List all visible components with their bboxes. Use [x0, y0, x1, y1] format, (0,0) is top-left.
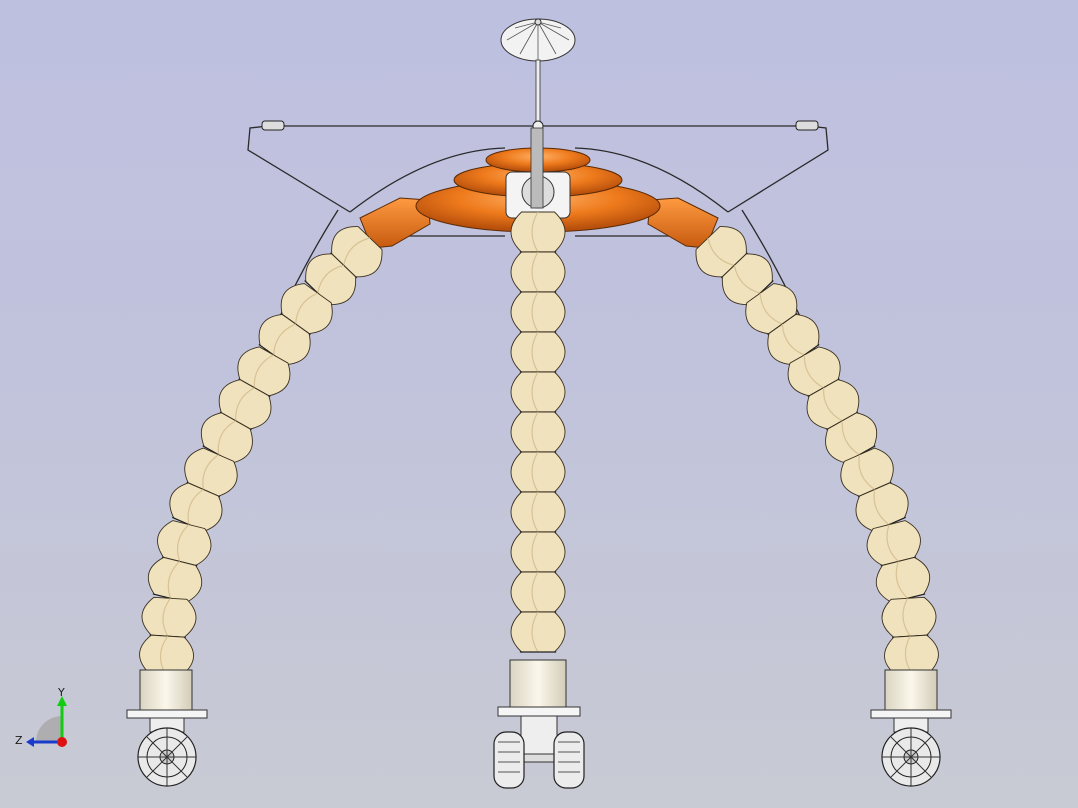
left-upper-wire: [349, 147, 506, 213]
bellows-segment: [510, 251, 566, 293]
bellows-crease: [317, 264, 344, 294]
bellows-crease: [202, 454, 219, 490]
center-wheel-right: [553, 731, 585, 789]
bellows-crease: [253, 354, 274, 388]
bellows-segment: [884, 634, 939, 676]
right-upper-wire: [574, 147, 729, 213]
triad-y-label: Y: [58, 686, 65, 699]
bellows-crease: [759, 293, 783, 325]
bellows-crease: [886, 524, 899, 562]
center-wheel-left: [493, 731, 525, 789]
left-bellows-arm[interactable]: [139, 226, 383, 676]
center-leg-fork: [520, 715, 558, 757]
bellows-segment: [510, 531, 566, 573]
bellows-segment: [510, 211, 566, 253]
right-leg-post: [884, 669, 938, 713]
bellows-crease: [531, 371, 539, 413]
left-wire-drop: [247, 125, 351, 213]
center-wheel-treads: [498, 741, 580, 773]
antenna-dish-ribs: [506, 21, 570, 60]
bellows-segment: [510, 411, 566, 453]
hub-center-shaft: [530, 127, 544, 209]
orientation-triad[interactable]: [10, 684, 80, 754]
left-wheel: [137, 727, 197, 787]
bellows-segment: [510, 371, 566, 413]
center-leg-flange: [497, 706, 581, 717]
bellows-crease: [531, 211, 539, 253]
bellows-crease: [162, 597, 171, 637]
bellows-crease: [707, 237, 735, 266]
bellows-crease: [531, 411, 539, 453]
bellows-crease: [841, 420, 860, 456]
bellows-crease: [902, 598, 911, 637]
central-hub[interactable]: [359, 127, 719, 249]
triad-y-arrow: [57, 696, 67, 706]
antenna-mast: [535, 59, 541, 129]
bellows-crease: [176, 524, 190, 562]
bellows-crease: [295, 292, 318, 325]
bellows-segment: [510, 611, 566, 653]
bellows-segment: [510, 491, 566, 533]
bellows-crease: [803, 354, 824, 389]
bellows-crease: [531, 451, 539, 493]
bellows-segment: [139, 634, 194, 676]
bellows-segment: [510, 331, 566, 373]
bellows-segment: [881, 596, 937, 638]
bellows-crease: [733, 265, 761, 294]
antenna-feed: [534, 18, 542, 26]
bellows-crease: [895, 561, 908, 599]
center-bellows-arm[interactable]: [510, 211, 566, 653]
bellows-crease: [343, 237, 371, 266]
bellows-segment: [510, 291, 566, 333]
right-bellows-arm[interactable]: [695, 226, 939, 676]
bellows-crease: [531, 571, 539, 613]
right-leg-assembly[interactable]: [870, 669, 952, 787]
center-leg-assembly[interactable]: [493, 659, 585, 789]
bellows-crease: [235, 387, 255, 421]
bellows-segment: [510, 451, 566, 493]
left-leg-assembly[interactable]: [126, 669, 208, 787]
bellows-crease: [531, 291, 539, 333]
triad-x-axis-dot: [57, 737, 67, 747]
bellows-crease: [823, 387, 843, 422]
bellows-crease: [272, 323, 296, 356]
right-leg-flange: [870, 709, 952, 719]
bellows-crease: [873, 489, 890, 526]
bellows-crease: [531, 491, 539, 533]
triad-z-label: Z: [15, 734, 23, 747]
bellows-segment: [510, 571, 566, 613]
bellows-crease: [531, 331, 539, 373]
bellows-crease: [781, 324, 805, 356]
bellows-crease: [167, 561, 181, 599]
bellows-crease: [531, 531, 539, 573]
triad-quadrant: [36, 716, 62, 742]
center-leg-post: [509, 659, 567, 709]
bellows-crease: [217, 420, 237, 455]
bellows-crease: [531, 611, 539, 653]
bellows-segment: [141, 596, 197, 638]
bellows-crease: [187, 489, 204, 525]
right-wheel: [881, 727, 941, 787]
bellows-crease: [531, 251, 539, 293]
antenna-dish[interactable]: [500, 18, 576, 129]
left-leg-post: [139, 669, 193, 713]
right-wire-drop: [727, 125, 829, 213]
bellows-crease: [858, 454, 876, 491]
triad-z-arrow: [26, 737, 34, 747]
left-leg-flange: [126, 709, 208, 719]
